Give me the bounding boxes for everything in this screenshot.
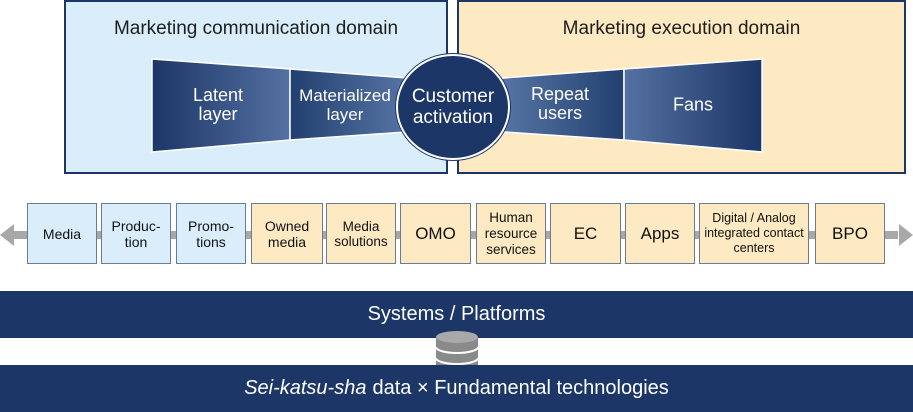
service-label: Owned media [264, 217, 310, 250]
service-box-production: Produc- tion [101, 203, 171, 264]
repeat-users-label: Repeat users [530, 84, 590, 123]
latent-layer-label: Latent layer [192, 85, 244, 124]
service-label: EC [573, 223, 598, 243]
service-box-bpo: BPO [815, 203, 885, 264]
service-label: Media solutions [334, 218, 388, 249]
systems-platforms-band: Systems / Platforms [0, 291, 913, 338]
arrow-left-icon [0, 224, 14, 246]
service-box-omo: OMO [400, 203, 471, 264]
service-label: Digital / Analog integrated contact cent… [704, 211, 804, 255]
service-box-owned-media: Owned media [251, 203, 323, 264]
service-box-contact-centers: Digital / Analog integrated contact cent… [699, 203, 809, 264]
customer-activation-circle: Customer activation [396, 54, 510, 160]
service-label: Produc- tion [111, 217, 161, 250]
arrow-right-icon [899, 224, 913, 246]
service-box-ec: EC [550, 203, 621, 264]
data-technologies-band: Sei-katsu-sha data × Fundamental technol… [0, 365, 913, 412]
customer-activation-label: Customer activation [411, 86, 495, 128]
service-label: OMO [415, 223, 456, 243]
service-label: BPO [832, 223, 868, 243]
service-box-apps: Apps [625, 203, 695, 264]
service-box-promotions: Promo- tions [176, 203, 246, 264]
execution-domain-title: Marketing execution domain [562, 18, 801, 39]
sei-katsu-sha-term: Sei-katsu-sha [244, 377, 367, 399]
fans-shape [623, 58, 763, 153]
service-box-media: Media [27, 203, 97, 264]
service-box-media-solutions: Media solutions [326, 203, 396, 264]
communication-domain-title: Marketing communication domain [113, 18, 399, 39]
systems-platforms-label: Systems / Platforms [367, 303, 546, 325]
fans-label: Fans [672, 94, 714, 115]
service-label: Promo- tions [188, 217, 234, 250]
service-label: Media [42, 225, 82, 242]
service-box-human-resource-services: Human resource services [476, 203, 546, 264]
service-label: Human resource services [484, 209, 538, 257]
activation-funnel [151, 58, 763, 153]
data-technologies-label: data × Fundamental technologies [372, 377, 669, 399]
service-label: Apps [640, 223, 680, 243]
materialized-layer-label: Materialized layer [299, 86, 391, 124]
